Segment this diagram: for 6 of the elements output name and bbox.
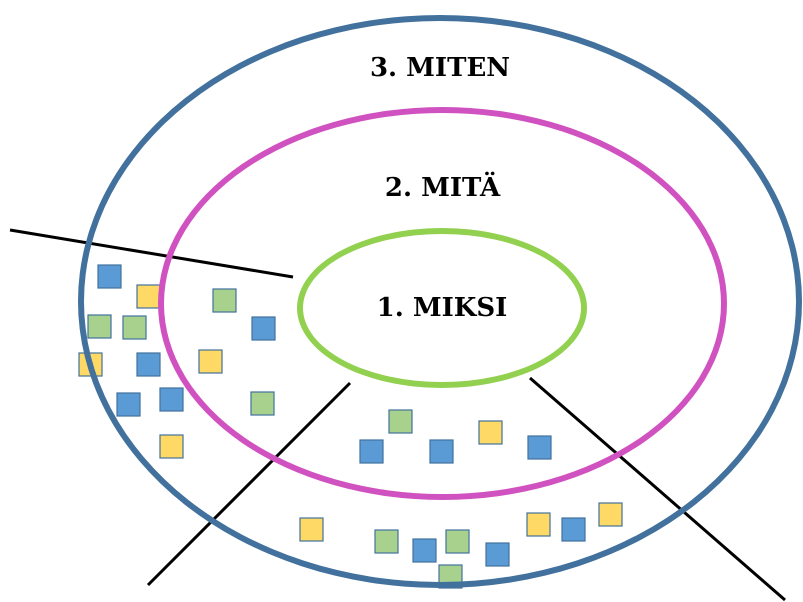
middle-ellipse bbox=[158, 107, 727, 500]
ring-heading: 2. MITÄ bbox=[384, 172, 502, 204]
ring-heading: 1. MIKSI bbox=[376, 292, 508, 324]
inner-ellipse bbox=[297, 228, 587, 388]
ring-heading: 3. MITEN bbox=[368, 52, 512, 84]
outer-ellipse bbox=[78, 15, 802, 588]
